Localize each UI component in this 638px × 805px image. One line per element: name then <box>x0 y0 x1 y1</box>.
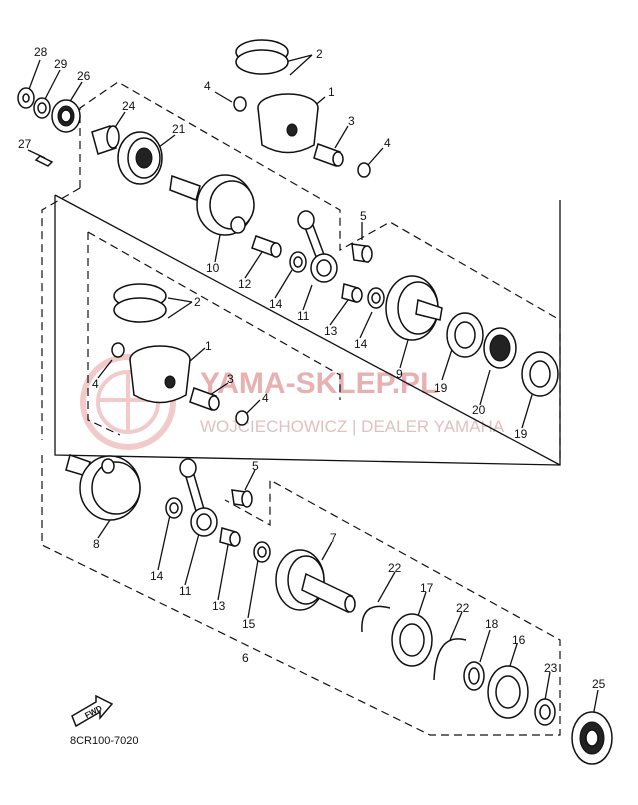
bearing-19-upper-a <box>446 312 484 358</box>
circlip-22-a <box>361 605 391 633</box>
piston-pin-3-upper <box>313 143 344 167</box>
thrust-washer-15 <box>253 541 271 563</box>
callout: 17 <box>420 581 434 595</box>
bearing-21 <box>117 131 163 185</box>
callout: 4 <box>384 136 391 150</box>
fwd-arrow-icon: FWD <box>71 694 114 728</box>
callout: 4 <box>262 391 269 405</box>
callout: 24 <box>122 99 136 113</box>
bearing-17 <box>391 613 433 667</box>
clip-4-upper-right <box>357 162 371 178</box>
callout: 11 <box>179 584 192 598</box>
thrust-washer-14-upper <box>289 251 307 273</box>
callout: 23 <box>544 661 558 675</box>
callout: 6 <box>242 651 249 665</box>
crank-half-9 <box>385 275 443 341</box>
assembly-outline <box>54 194 561 466</box>
conrod-11-lower <box>179 458 218 537</box>
callout: 19 <box>514 427 528 441</box>
piston-pin-3-lower <box>189 387 220 411</box>
callout: 9 <box>396 367 403 381</box>
washer-29 <box>33 97 51 119</box>
callout: 22 <box>388 561 402 575</box>
callout: 26 <box>77 69 91 83</box>
bearing-5-lower <box>231 489 253 508</box>
callout: 21 <box>172 122 186 136</box>
callout: 3 <box>348 114 355 128</box>
washer-18 <box>463 661 485 691</box>
callout: 28 <box>34 45 48 59</box>
washer-28 <box>17 87 35 109</box>
piston-1-lower <box>129 345 191 404</box>
callout: 3 <box>227 372 234 386</box>
callout: 7 <box>330 531 337 545</box>
clip-4-lower-right <box>235 410 249 426</box>
callout: 2 <box>316 47 323 61</box>
clip-4-upper-left <box>233 96 247 112</box>
callout: 4 <box>92 377 99 391</box>
callout: 1 <box>328 85 335 99</box>
callout: 8 <box>93 537 100 551</box>
conrod-11-upper <box>297 210 338 283</box>
callout: 25 <box>592 677 606 691</box>
callout: 18 <box>485 617 499 631</box>
circlip-22-b <box>433 638 467 681</box>
callout: 5 <box>252 459 259 473</box>
callout: 5 <box>360 209 367 223</box>
seal-20 <box>483 327 517 369</box>
callout: 4 <box>204 79 211 93</box>
crank-pin-12 <box>251 235 282 258</box>
callout: 11 <box>297 309 310 323</box>
thrust-washer-14-upper-b <box>367 287 385 309</box>
key-27 <box>34 155 54 167</box>
oil-seal-26 <box>51 99 81 133</box>
upper-group-dashed <box>41 81 561 460</box>
bearing-16 <box>487 665 529 719</box>
piston-1-upper <box>257 93 319 154</box>
thrust-washer-14-lower <box>165 497 183 519</box>
piston-rings-2-upper <box>235 39 289 75</box>
callout: 19 <box>434 381 448 395</box>
callout: 12 <box>238 277 252 291</box>
callout-labels: 28 29 26 24 21 27 4 2 1 3 4 10 12 14 11 … <box>18 45 606 691</box>
watermark-subtitle: WOJCIECHOWICZ | DEALER YAMAHA <box>200 417 505 436</box>
collar-23 <box>534 698 556 726</box>
callout: 27 <box>18 137 32 151</box>
callout: 1 <box>205 339 212 353</box>
callout: 10 <box>206 261 220 275</box>
callout: 22 <box>456 601 470 615</box>
callout: 14 <box>354 337 368 351</box>
crank-half-8 <box>65 454 141 521</box>
bearing-19-upper-b <box>521 351 559 397</box>
bearing-13-lower <box>219 527 241 547</box>
callout: 14 <box>269 297 283 311</box>
bearing-5-upper <box>351 243 373 263</box>
crank-half-10 <box>169 174 255 236</box>
clip-4-lower-left <box>111 342 125 358</box>
piston-rings-2-lower <box>113 283 167 323</box>
callout: 13 <box>212 599 226 613</box>
callout: 13 <box>324 324 338 338</box>
callout: 16 <box>512 633 526 647</box>
callout: 14 <box>150 569 164 583</box>
lower-group-dashed <box>41 455 561 736</box>
callout: 2 <box>194 295 201 309</box>
watermark-logo <box>80 354 176 450</box>
callout: 15 <box>242 617 256 631</box>
oil-seal-25 <box>571 711 613 765</box>
collar-24 <box>91 125 120 155</box>
callout: 29 <box>54 57 68 71</box>
bearing-13-upper <box>341 283 363 303</box>
watermark-title: YAMA-SKLEP.PL <box>200 367 438 400</box>
callout: 20 <box>472 403 486 417</box>
diagram-code: 8CR100-7020 <box>70 735 139 747</box>
crank-half-7 <box>275 549 356 614</box>
